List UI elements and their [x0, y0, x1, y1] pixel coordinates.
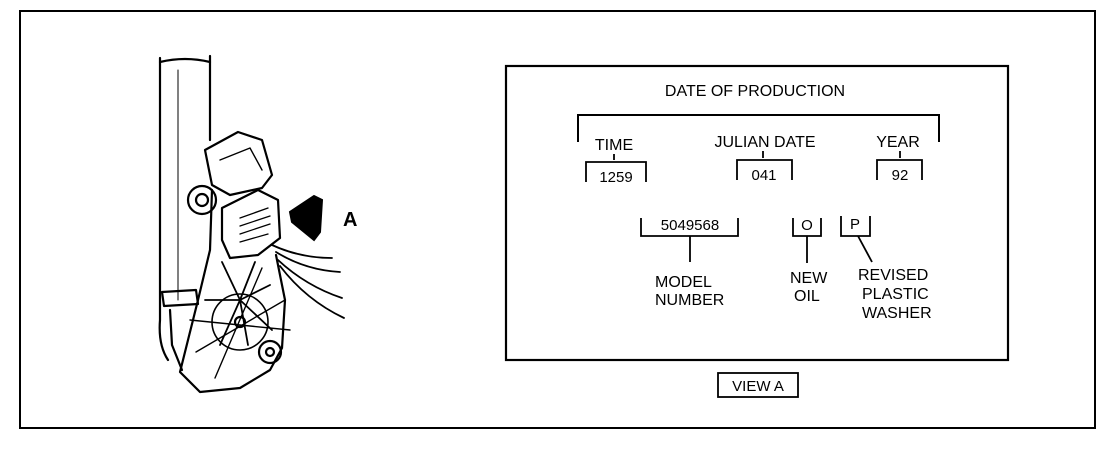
shaft-left-edge: [158, 56, 170, 362]
julian-date-label: JULIAN DATE: [714, 134, 815, 151]
left-clip: [168, 308, 184, 372]
label-block: [220, 188, 282, 260]
washer-label-line1: REVISED: [858, 267, 928, 284]
view-a-panel: [504, 64, 1010, 362]
outer-frame: [19, 10, 1096, 429]
component-illustration: [158, 54, 345, 394]
oil-value: O: [801, 217, 813, 234]
julian-date-bracket: [736, 159, 793, 180]
time-value: 1259: [599, 169, 632, 186]
bottom-eye-inner: [264, 346, 276, 358]
washer-bracket: [840, 216, 871, 237]
year-value: 92: [892, 167, 909, 184]
view-a-caption: VIEW A: [732, 378, 784, 395]
date-of-production-label: DATE OF PRODUCTION: [665, 83, 845, 100]
time-bracket: [585, 161, 647, 182]
mounting-eye-inner: [194, 192, 210, 208]
production-bracket: [577, 114, 940, 142]
body-outline: [178, 188, 287, 394]
oil-label-line2: OIL: [794, 288, 820, 305]
wire-harness: [271, 244, 345, 319]
view-a-caption-box: [717, 372, 799, 398]
model-label-line2: NUMBER: [655, 292, 724, 309]
oil-label-line1: NEW: [790, 270, 828, 287]
arrow-label: A: [343, 209, 357, 231]
washer-value: P: [850, 216, 860, 233]
left-bracket: [160, 288, 200, 308]
time-label: TIME: [595, 137, 633, 154]
mounting-eye-outer: [186, 184, 218, 216]
model-label-line1: MODEL: [655, 274, 712, 291]
view-arrow-icon: [288, 194, 324, 242]
washer-label-line2: PLASTIC: [862, 286, 929, 303]
year-label: YEAR: [876, 134, 920, 151]
washer-connector: [857, 235, 873, 263]
julian-date-value: 041: [751, 167, 776, 184]
model-value: 5049568: [661, 217, 719, 234]
bottom-eye-outer: [257, 339, 283, 365]
shaft-top: [158, 57, 212, 64]
gear-hub: [233, 315, 247, 329]
connector-top: [203, 130, 274, 197]
label-lines: [239, 207, 271, 243]
year-bracket: [876, 159, 923, 180]
connector-top-detail: [219, 147, 263, 171]
washer-label-line3: WASHER: [862, 305, 932, 322]
